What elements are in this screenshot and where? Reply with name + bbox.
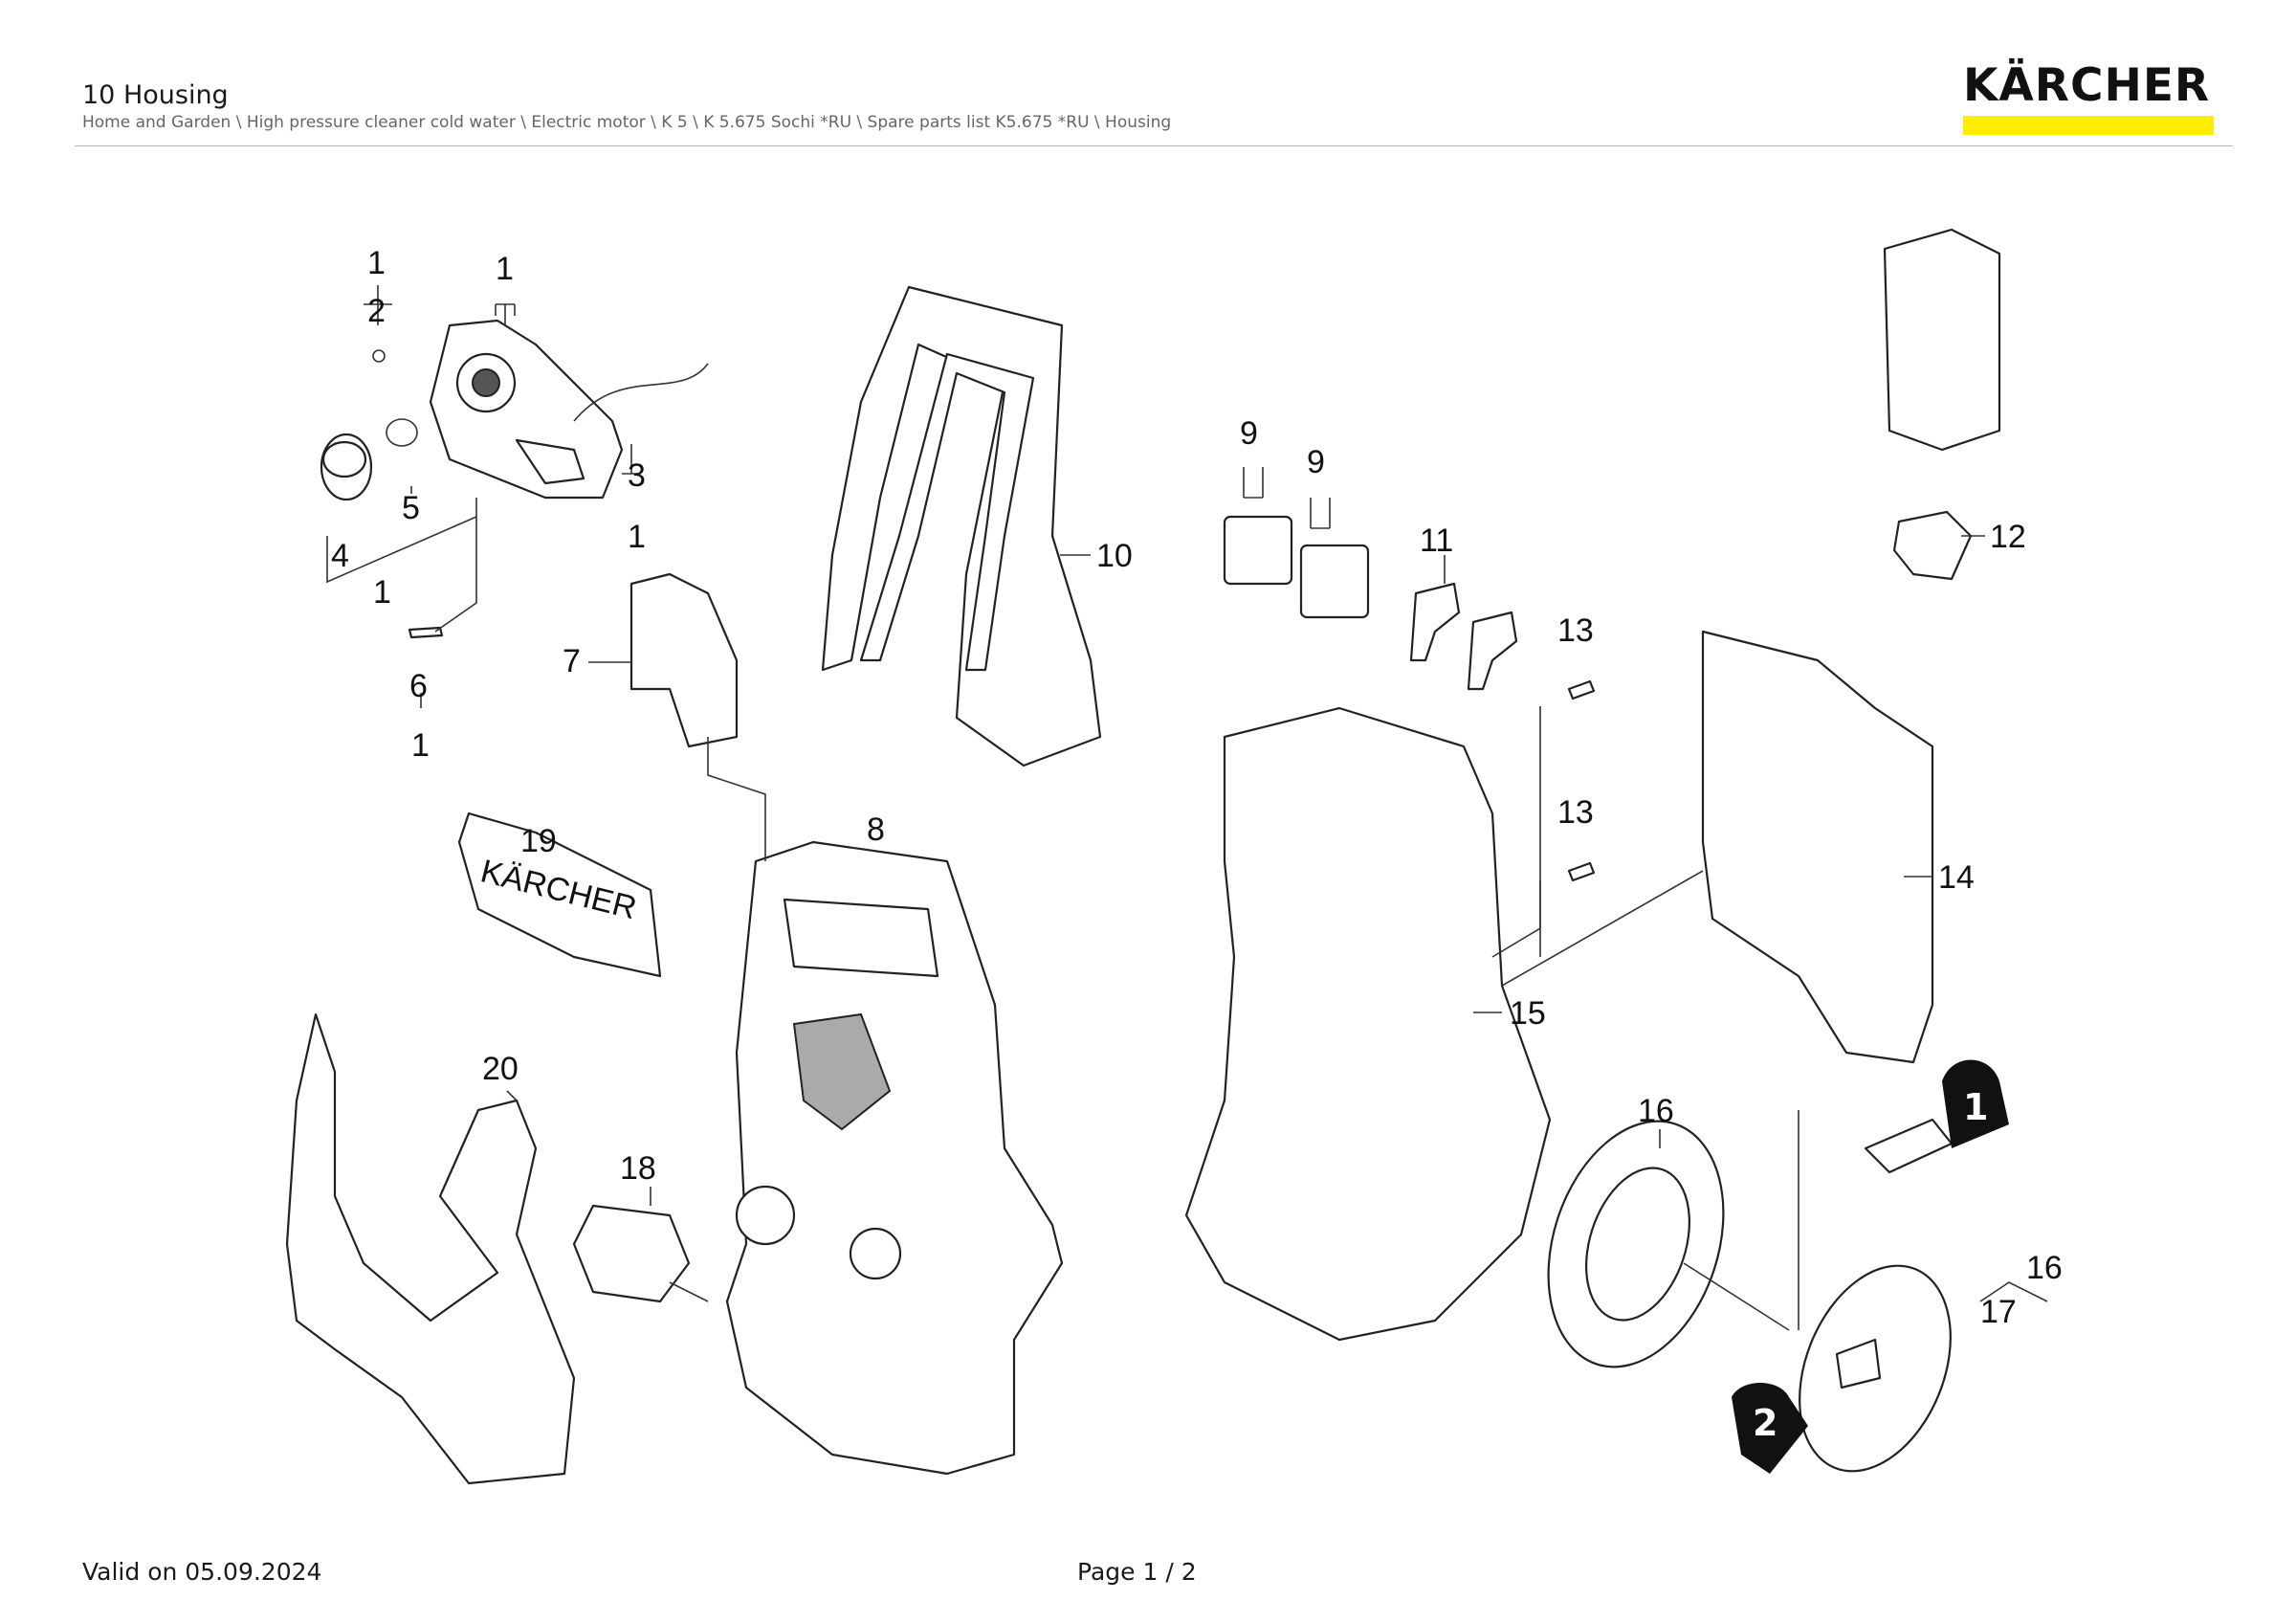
part-number-labels: 1 2 1 3 1 4 5 1 6 1 7 8 9 9 10 11 12 13 … xyxy=(331,245,2063,1330)
side-cover xyxy=(1701,630,1934,1064)
view-badge-2: 2 xyxy=(1732,1383,1808,1474)
part-label: 1 xyxy=(373,574,391,611)
leader-lines xyxy=(326,285,2048,1331)
part-label: 19 xyxy=(520,823,557,859)
part-label: 18 xyxy=(620,1150,656,1187)
logo-yellow-bar xyxy=(1963,116,2214,135)
handle-frame xyxy=(821,285,1102,767)
part-label: 15 xyxy=(1510,995,1546,1032)
hose-outlet-assembly xyxy=(320,319,709,639)
valid-date: Valid on 05.09.2024 xyxy=(82,1558,322,1586)
part-label: 1 xyxy=(367,245,386,281)
part-label: 2 xyxy=(367,293,386,329)
part-label: 3 xyxy=(628,457,646,494)
part-label: 13 xyxy=(1557,612,1594,649)
holder-a xyxy=(1223,515,1293,586)
part-label: 12 xyxy=(1990,519,2026,555)
view-badge-1: 1 xyxy=(1942,1059,2009,1148)
part-label: 14 xyxy=(1938,859,1975,896)
part-label: 8 xyxy=(867,812,885,848)
detergent-container xyxy=(1883,228,2001,581)
part-label: 1 xyxy=(411,727,430,764)
part-label: 1 xyxy=(628,519,646,555)
screw-upper xyxy=(1567,679,1596,700)
part-label: 16 xyxy=(1638,1093,1674,1129)
part-label: 7 xyxy=(563,643,581,679)
header-divider xyxy=(75,145,2233,146)
connector-b xyxy=(1467,611,1518,691)
nozzle-holder xyxy=(629,572,739,748)
part-label: 9 xyxy=(1307,444,1325,480)
front-badge: KÄRCHER xyxy=(457,812,662,978)
part-label: 13 xyxy=(1557,794,1594,831)
view-badge-number: 1 xyxy=(1963,1086,1988,1128)
part-label: 10 xyxy=(1096,538,1133,574)
logo-text: KÄRCHER xyxy=(1963,59,2211,112)
connector-a xyxy=(1409,582,1461,662)
part-label: 6 xyxy=(409,668,428,704)
part-label: 9 xyxy=(1240,415,1258,452)
holder-b xyxy=(1299,544,1370,619)
page-title: 10 Housing xyxy=(82,80,229,110)
page-indicator: Page 1 / 2 xyxy=(1077,1558,1197,1586)
screw-lower xyxy=(1567,861,1596,882)
wheel-assembly xyxy=(1547,1118,1954,1473)
part-label: 16 xyxy=(2026,1250,2063,1286)
part-label: 1 xyxy=(496,251,514,287)
part-label: 20 xyxy=(482,1051,519,1087)
lower-front-cover xyxy=(285,1012,576,1485)
view-badge-number: 2 xyxy=(1753,1402,1777,1444)
part-label: 4 xyxy=(331,538,349,574)
part-label: 17 xyxy=(1980,1294,2017,1330)
part-label: 11 xyxy=(1420,522,1453,559)
part-label: 5 xyxy=(402,490,420,526)
rear-frame xyxy=(1184,706,1552,1342)
breadcrumb: Home and Garden \ High pressure cleaner … xyxy=(82,113,1172,132)
brand-logo: KÄRCHER xyxy=(1963,63,2214,135)
main-housing xyxy=(725,840,1064,1476)
housing-clip xyxy=(572,1204,691,1303)
